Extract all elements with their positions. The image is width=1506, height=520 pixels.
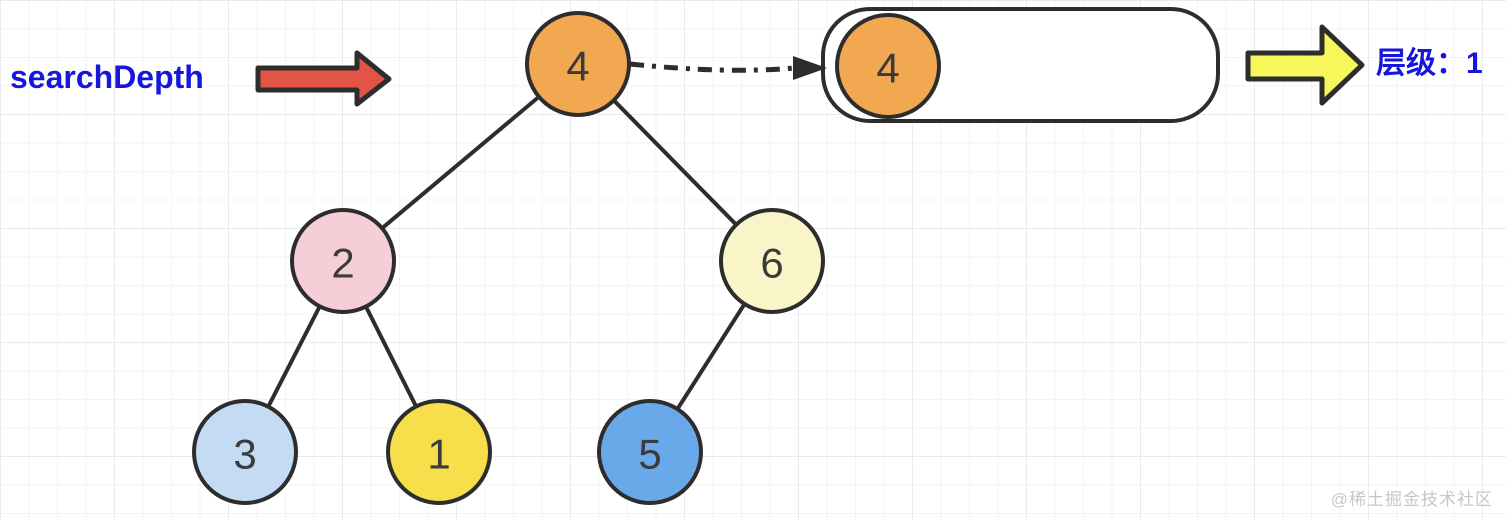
tree-node-2-circle	[290, 208, 396, 314]
tree-node-3-circle	[192, 399, 298, 505]
tree-node-1: 1	[386, 399, 492, 505]
tree-node-6-value: 6	[760, 240, 783, 287]
tree-node-6-circle	[719, 208, 825, 314]
watermark: @稀土掘金技术社区	[1330, 490, 1493, 509]
yellow-arrow-icon	[1245, 24, 1365, 106]
tree-node-5: 5	[597, 399, 703, 505]
queue-item-0: 4	[835, 13, 941, 119]
level-result-label: 层级：1	[1376, 47, 1483, 80]
tree-node-2-value: 2	[331, 240, 354, 287]
tree-node-3-value: 3	[233, 431, 256, 478]
tree-node-4: 4	[525, 11, 631, 117]
tree-node-4-value: 4	[566, 43, 589, 90]
tree-node-2: 2	[290, 208, 396, 314]
tree-nodes: 4 2 6 3 1 5 4	[192, 11, 941, 505]
tree-node-1-circle	[386, 399, 492, 505]
tree-node-3: 3	[192, 399, 298, 505]
tree-node-5-value: 5	[638, 431, 661, 478]
tree-node-6: 6	[719, 208, 825, 314]
queue-item-0-circle	[835, 13, 941, 119]
tree-node-4-circle	[525, 11, 631, 117]
red-arrow-icon	[255, 50, 392, 107]
tree-node-1-value: 1	[427, 431, 450, 478]
queue-item-0-value: 4	[876, 45, 899, 92]
tree-node-5-circle	[597, 399, 703, 505]
enqueue-arrowhead-icon	[793, 56, 827, 80]
search-depth-label: searchDepth	[10, 59, 204, 95]
enqueue-dash-arrow	[629, 61, 795, 73]
